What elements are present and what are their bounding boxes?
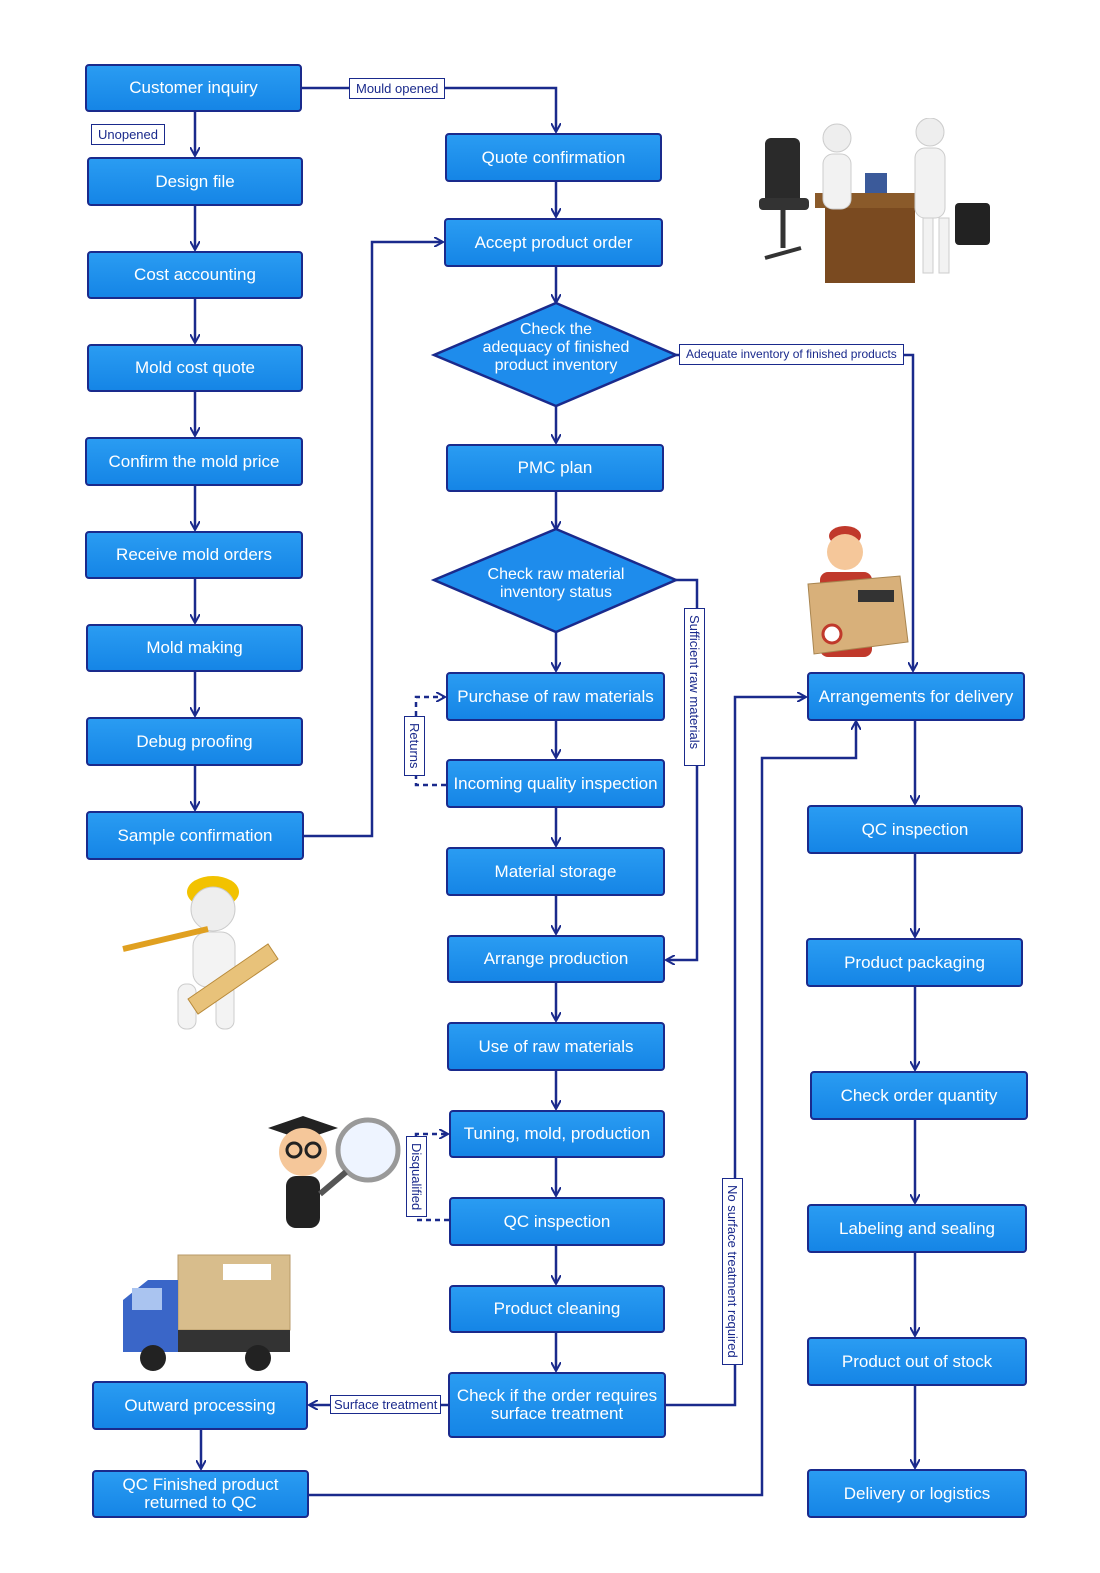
engineer-with-ruler-icon xyxy=(122,876,279,1030)
node-accept-product-order: Accept product order xyxy=(444,218,663,267)
node-labeling-and-sealing: Labeling and sealing xyxy=(807,1204,1027,1253)
node-design-file: Design file xyxy=(87,157,303,206)
node-confirm-mold-price: Confirm the mold price xyxy=(85,437,303,486)
node-qc-finished-product: QC Finished product returned to QC xyxy=(92,1470,309,1518)
node-product-out-of-stock: Product out of stock xyxy=(807,1337,1027,1386)
inspector-with-magnifier-icon xyxy=(268,1116,401,1228)
arrow xyxy=(304,242,442,838)
edge-label-adequate-inventory: Adequate inventory of finished products xyxy=(679,344,904,365)
decision-diamond-inventory xyxy=(430,301,680,408)
node-product-cleaning: Product cleaning xyxy=(449,1285,665,1333)
node-product-packaging: Product packaging xyxy=(806,938,1023,987)
node-quote-confirmation: Quote confirmation xyxy=(445,133,662,182)
node-check-raw-material: Check raw material inventory status xyxy=(487,566,625,601)
node-mold-making: Mold making xyxy=(86,624,303,672)
node-check-inventory: Check the adequacy of finished product i… xyxy=(482,321,630,374)
node-incoming-quality-inspection: Incoming quality inspection xyxy=(446,759,665,808)
node-customer-inquiry: Customer inquiry xyxy=(85,64,302,112)
arrow xyxy=(667,578,699,960)
edge-label-sufficient-raw-materials: Sufficient raw materials xyxy=(684,608,705,766)
delivery-truck-icon xyxy=(123,1254,291,1371)
node-purchase-raw-materials: Purchase of raw materials xyxy=(446,672,665,721)
node-pmc-plan: PMC plan xyxy=(446,444,664,492)
node-cost-accounting: Cost accounting xyxy=(87,251,303,299)
edge-label-no-surface-treatment: No surface treatment required xyxy=(722,1178,743,1365)
business-handshake-icon xyxy=(759,118,990,283)
node-qc-inspection-right: QC inspection xyxy=(807,805,1023,854)
node-delivery-or-logistics: Delivery or logistics xyxy=(807,1469,1027,1518)
edge-label-mould-opened: Mould opened xyxy=(349,78,446,99)
edge-label-disqualified: Disqualified xyxy=(406,1136,427,1218)
node-tuning-mold-production: Tuning, mold, production xyxy=(449,1110,665,1158)
node-qc-inspection-mid: QC inspection xyxy=(449,1197,665,1246)
node-arrange-production: Arrange production xyxy=(447,935,665,983)
node-sample-confirmation: Sample confirmation xyxy=(86,811,304,860)
arrow xyxy=(309,722,856,1497)
delivery-man-icon xyxy=(807,526,909,657)
edge-label-surface-treatment: Surface treatment xyxy=(330,1395,442,1414)
edge-label-unopened: Unopened xyxy=(91,124,165,145)
decision-diamond-raw-material xyxy=(430,527,680,634)
node-check-surface-treatment: Check if the order requires surface trea… xyxy=(448,1372,666,1438)
edge-label-returns: Returns xyxy=(404,716,425,776)
node-debug-proofing: Debug proofing xyxy=(86,717,303,766)
node-receive-mold-orders: Receive mold orders xyxy=(85,531,303,579)
node-arrangements-for-delivery: Arrangements for delivery xyxy=(807,672,1025,721)
node-outward-processing: Outward processing xyxy=(92,1381,308,1430)
node-mold-cost-quote: Mold cost quote xyxy=(87,344,303,392)
arrow xyxy=(666,697,805,1407)
node-material-storage: Material storage xyxy=(446,847,665,896)
node-use-raw-materials: Use of raw materials xyxy=(447,1022,665,1071)
node-check-order-quantity: Check order quantity xyxy=(810,1071,1028,1120)
